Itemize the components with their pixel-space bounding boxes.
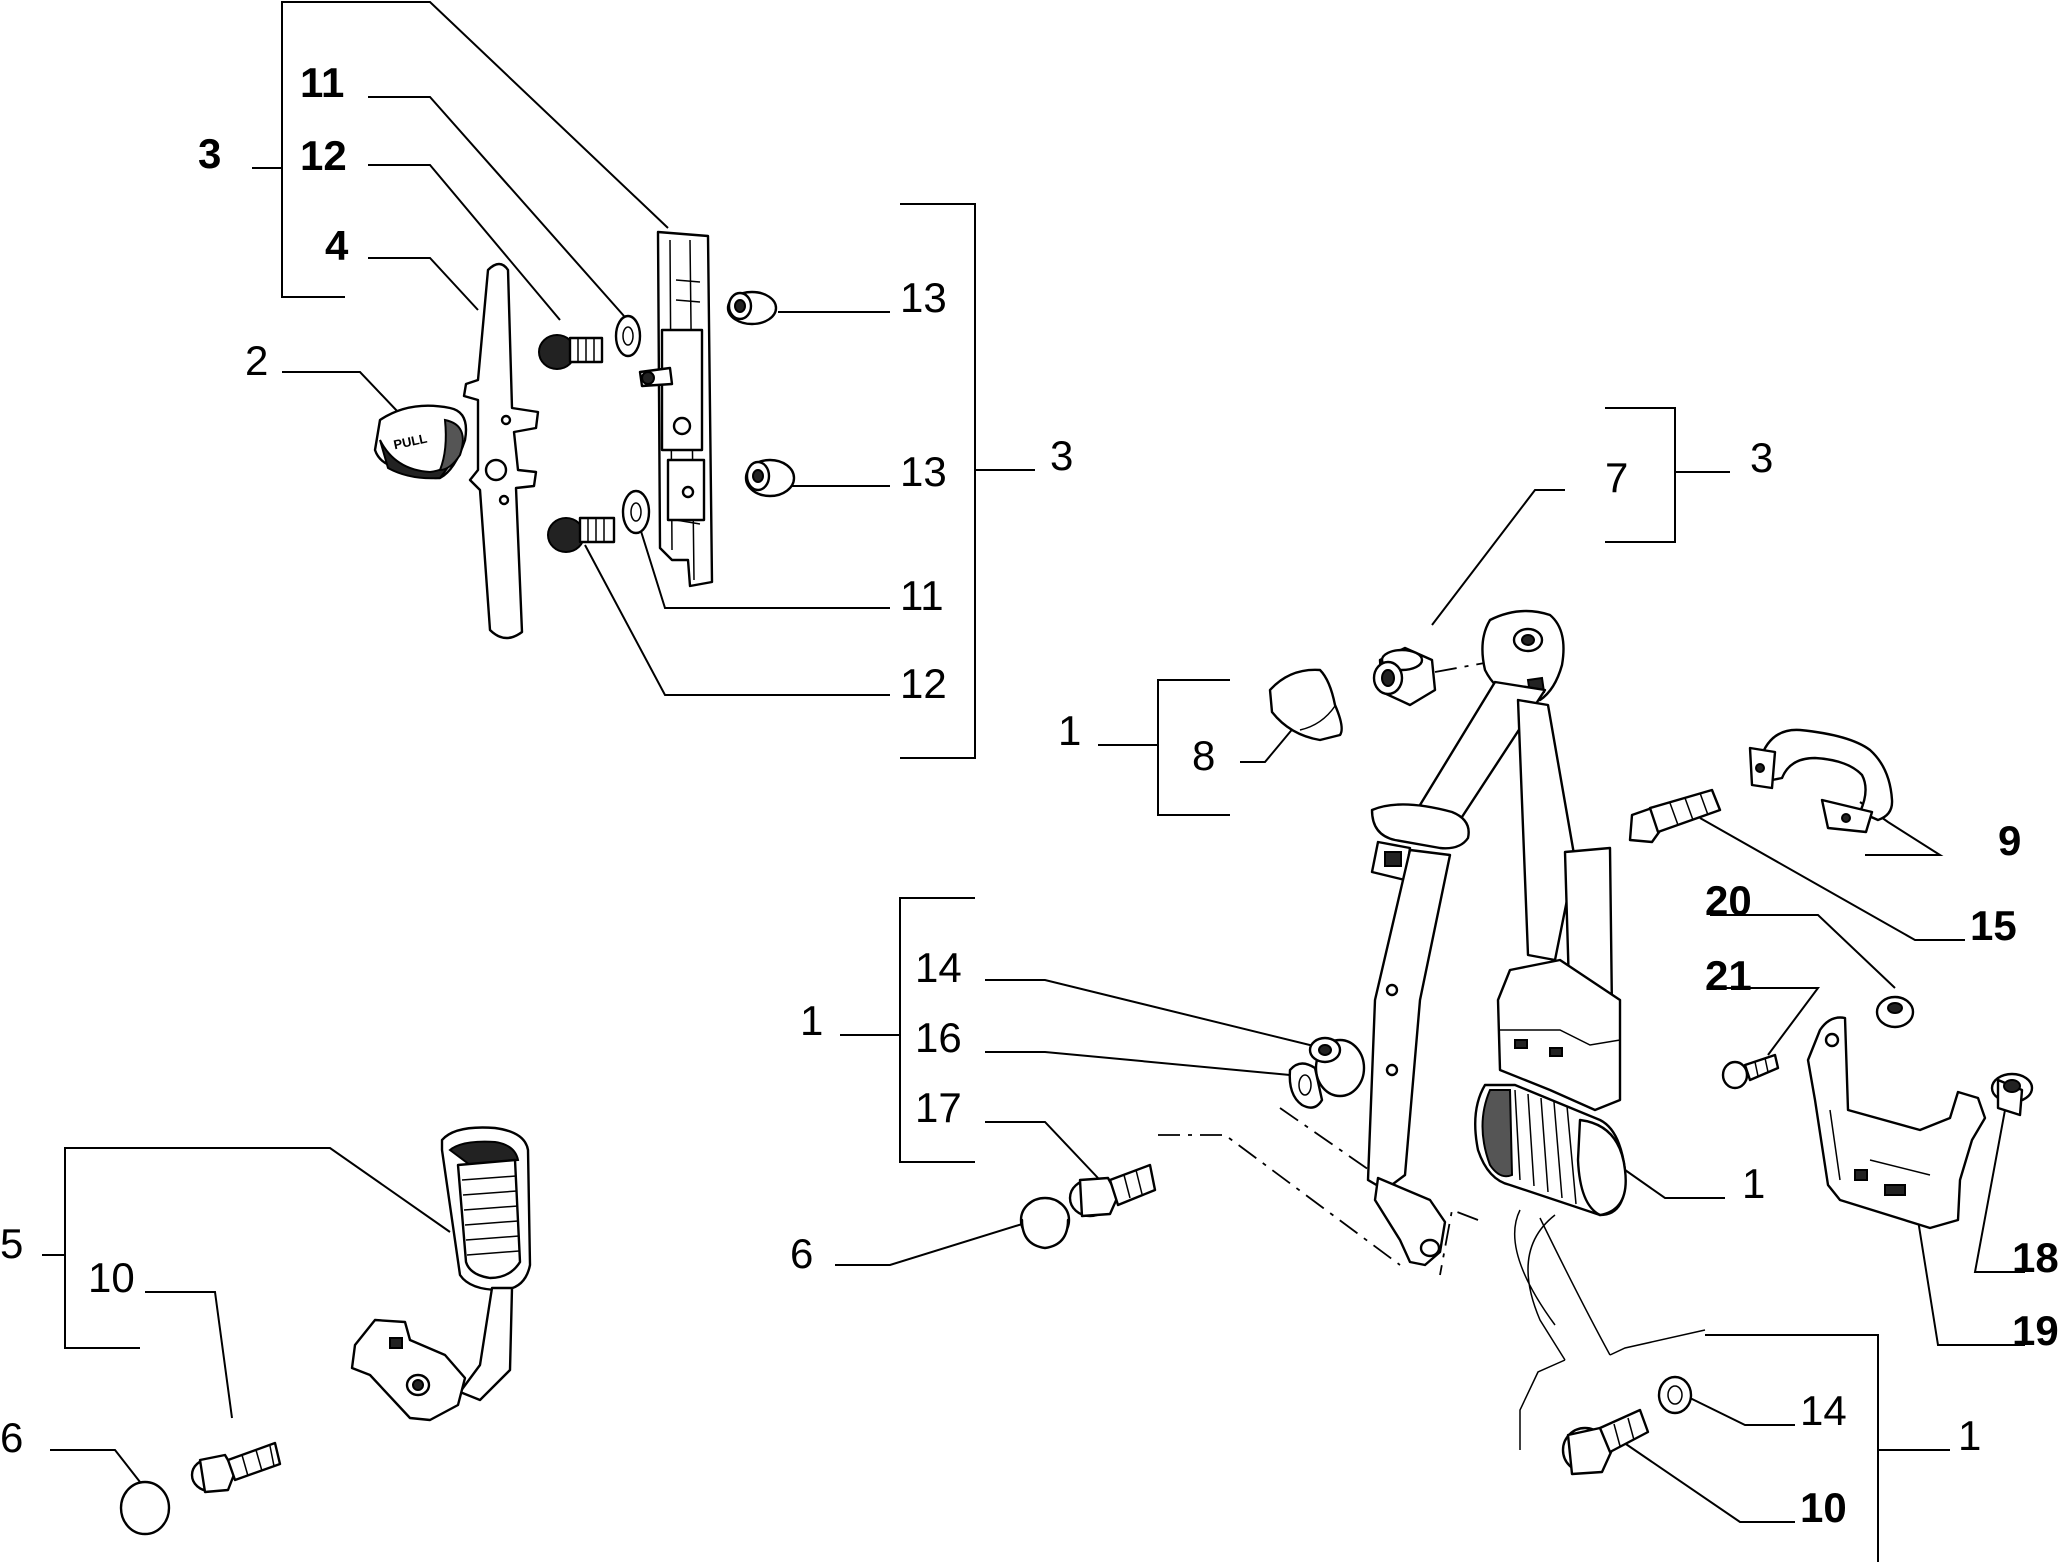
callout-10-a: 10 (88, 1254, 135, 1301)
buckle-assembly (350, 1126, 532, 1422)
belt-retractor-assembly (1366, 609, 1706, 1450)
washer-11-top (614, 314, 642, 358)
spacer-13-bottom (744, 458, 796, 498)
callout-20: 20 (1705, 877, 1752, 924)
callout-labels: 3 11 12 4 2 13 13 3 11 12 7 3 1 8 9 15 2… (0, 59, 2059, 1531)
callout-1-a: 1 (1058, 707, 1081, 754)
callout-4: 4 (325, 222, 349, 269)
bracket-19 (1806, 1016, 1987, 1230)
cover-cap-8 (1268, 668, 1343, 742)
callout-12-b: 12 (900, 660, 947, 707)
adjuster-rail (638, 230, 714, 588)
callout-8: 8 (1192, 732, 1215, 779)
callout-21: 21 (1705, 952, 1752, 999)
callout-2: 2 (245, 337, 268, 384)
bolt-17 (1068, 1163, 1157, 1218)
callout-10-b: 10 (1800, 1484, 1847, 1531)
callout-1-c: 1 (1742, 1160, 1765, 1207)
callout-3-mid: 3 (1750, 434, 1773, 481)
callout-13-a: 13 (900, 274, 947, 321)
washer-20 (1875, 995, 1915, 1029)
callout-3-right: 3 (1050, 432, 1073, 479)
upper-anchor-plate (1481, 609, 1565, 702)
spacer-14 (1308, 1036, 1366, 1098)
retractor-spool (1474, 1083, 1627, 1217)
screw-21 (1721, 1053, 1780, 1090)
callout-6-b: 6 (0, 1414, 23, 1461)
callout-16: 16 (915, 1014, 962, 1061)
callout-13-b: 13 (900, 448, 947, 495)
callout-11-top: 11 (300, 59, 344, 106)
callout-1-b: 1 (800, 997, 823, 1044)
callout-17: 17 (915, 1084, 962, 1131)
callout-11-b: 11 (900, 572, 944, 619)
cap-6-left (119, 1480, 171, 1536)
callout-5: 5 (0, 1220, 23, 1267)
washer-11-bottom (621, 489, 651, 535)
clip-16 (1288, 1062, 1324, 1109)
washer-14-bottom (1657, 1375, 1693, 1415)
callout-14-a: 14 (915, 944, 962, 991)
knob-lettering: PULL (392, 431, 428, 453)
spacer-13-top (726, 290, 778, 326)
nut-7 (1372, 646, 1437, 707)
bolt-10-bottom (1561, 1408, 1650, 1476)
callout-14-b: 14 (1800, 1387, 1847, 1434)
bolt-10-left (190, 1441, 282, 1494)
pull-knob: PULL (373, 404, 468, 480)
adjuster-plate (462, 262, 540, 640)
height-adjuster-assembly: PULL (373, 230, 796, 640)
bolt-12-bottom (547, 516, 616, 553)
callout-7: 7 (1605, 454, 1628, 501)
callout-12-top: 12 (300, 132, 347, 179)
leader-lines (42, 1, 2025, 1562)
bolt-15 (1628, 788, 1722, 844)
callout-18: 18 (2012, 1234, 2059, 1281)
callout-6-a: 6 (790, 1230, 813, 1277)
bolt-12-top (538, 334, 604, 370)
plug-18 (1990, 1072, 2034, 1117)
callout-1-d: 1 (1958, 1412, 1981, 1459)
callout-15: 15 (1970, 902, 2017, 949)
callout-9: 9 (1998, 817, 2021, 864)
cap-6-middle (1019, 1196, 1071, 1250)
callout-19: 19 (2012, 1307, 2059, 1354)
callout-3-top: 3 (198, 130, 221, 177)
bracket-9 (1748, 728, 1894, 834)
